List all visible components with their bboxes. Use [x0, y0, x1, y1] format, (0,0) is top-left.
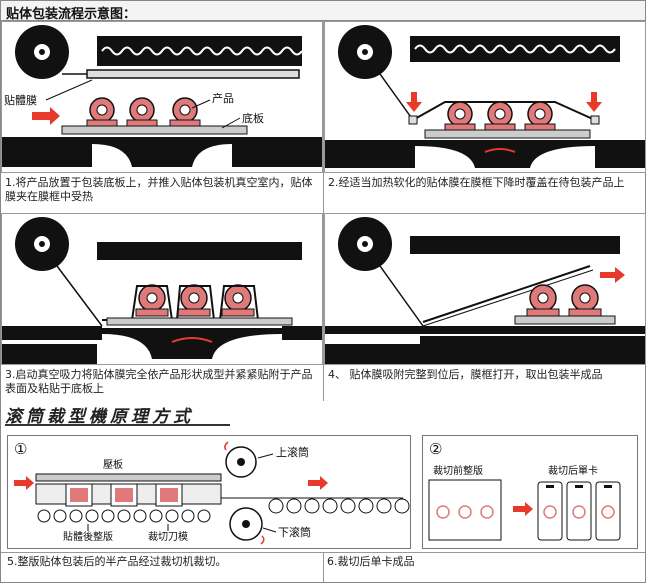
vacuum-chamber: [420, 336, 645, 364]
bottom-col-divider: [323, 552, 324, 582]
heater-coil-icon: [101, 46, 303, 56]
single-card-2: [566, 481, 592, 541]
label-after-film: 貼體後整版: [63, 530, 113, 543]
panel-2-illustration: [324, 21, 646, 173]
single-card-1: [537, 481, 563, 541]
panel-6-svg: ② 裁切前整版 裁切后單卡: [428, 440, 621, 541]
product-2: [126, 97, 158, 127]
cut-arrow-icon: [513, 502, 533, 516]
product-3: [221, 284, 255, 317]
panel-5-illustration: ① 上滚筒 壓板: [7, 435, 411, 549]
label-after-cut: 裁切后單卡: [548, 464, 598, 477]
vacuum-chamber: [415, 140, 595, 168]
panel-1-illustration: 贴體膜 产品 底板: [1, 21, 323, 173]
formed-film: [102, 285, 292, 321]
down-arrow-icon: [406, 92, 422, 112]
base-board: [424, 129, 591, 139]
panel-1-caption: 1.将产品放置于包装底板上，并推入贴体包装机真空室内，贴体膜夹在膜框中受热: [5, 176, 313, 203]
open-frame: [422, 265, 591, 323]
product-2: [177, 284, 211, 317]
panel-1-svg: 贴體膜 产品 底板: [2, 25, 322, 167]
label-product: 产品: [212, 91, 234, 105]
step-2-number: ②: [429, 440, 442, 458]
product-1: [526, 284, 560, 317]
label-press-plate: 壓板: [103, 458, 123, 471]
column-divider: [323, 21, 324, 401]
panel-3-caption: 3.启动真空吸力将贴体膜完全依产品形状成型并紧紧贴附于产品表面及粘贴于底板上: [5, 368, 313, 395]
product-1: [444, 101, 476, 131]
heater-block: [410, 236, 620, 254]
panel-4-caption: 4、 贴体膜吸附完整到位后，膜框打开，取出包装半成品: [328, 368, 603, 381]
label-before-cut: 裁切前整版: [433, 464, 483, 477]
product-3: [169, 97, 201, 127]
push-arrow-icon: [32, 107, 60, 125]
panel-4-illustration: [324, 213, 646, 365]
feed-arrow-icon: [14, 476, 34, 490]
panel-6-caption: 6.裁切后单卡成品: [327, 555, 415, 568]
panel-6-illustration: ② 裁切前整版 裁切后單卡: [422, 435, 638, 549]
product-3: [524, 101, 556, 131]
base-board: [514, 315, 616, 325]
product-1: [86, 97, 118, 127]
product-2: [484, 101, 516, 131]
step-1-number: ①: [14, 440, 27, 458]
vacuum-chamber: [102, 328, 282, 359]
press-plate: [35, 473, 222, 482]
panel-3-svg: [2, 217, 322, 364]
roller-section-title: 滚筒裁型機原理方式: [5, 407, 194, 427]
panel-5-svg: ① 上滚筒 壓板: [14, 440, 410, 545]
title-underline: [5, 424, 230, 426]
right-arrow-icon: [600, 267, 625, 283]
heater-coil-icon: [414, 44, 616, 54]
down-arrow-icon: [586, 92, 602, 112]
product-1: [135, 284, 169, 317]
label-top-roller: 上滚筒: [276, 445, 309, 459]
vacuum-arrow-icon: [171, 337, 213, 343]
panel-5-caption: 5.整版贴体包装后的半产品经过裁切机裁切。: [7, 555, 227, 568]
panel-2-caption: 2.经适当加热软化的贴体膜在膜框下降时覆盖在待包装产品上: [328, 176, 625, 189]
base-board: [106, 317, 293, 326]
base-board: [61, 125, 248, 135]
heater-block: [97, 242, 302, 260]
panel-2-svg: [325, 25, 645, 168]
full-sheet-before-cut: [428, 479, 502, 541]
vacuum-chamber: [92, 137, 232, 167]
output-arrow-icon: [308, 476, 328, 490]
label-cut-die: 裁切刀模: [148, 530, 188, 543]
die-cavity-1: [65, 483, 93, 507]
label-film: 贴體膜: [4, 93, 37, 107]
die-cavity-3: [155, 483, 183, 507]
label-bottom-roller: 下滚筒: [278, 525, 311, 539]
conveyor-rollers: [37, 498, 410, 523]
panel-3-illustration: [1, 213, 323, 365]
film-frame: [86, 69, 300, 79]
header-bar: 贴体包装流程示意图：: [1, 1, 645, 22]
page-title: 贴体包装流程示意图：: [6, 7, 137, 22]
die-cavity-2: [110, 483, 138, 507]
single-card-3: [595, 481, 621, 541]
panel-4-svg: [325, 217, 645, 364]
label-base: 底板: [242, 111, 264, 125]
product-2: [568, 284, 602, 317]
